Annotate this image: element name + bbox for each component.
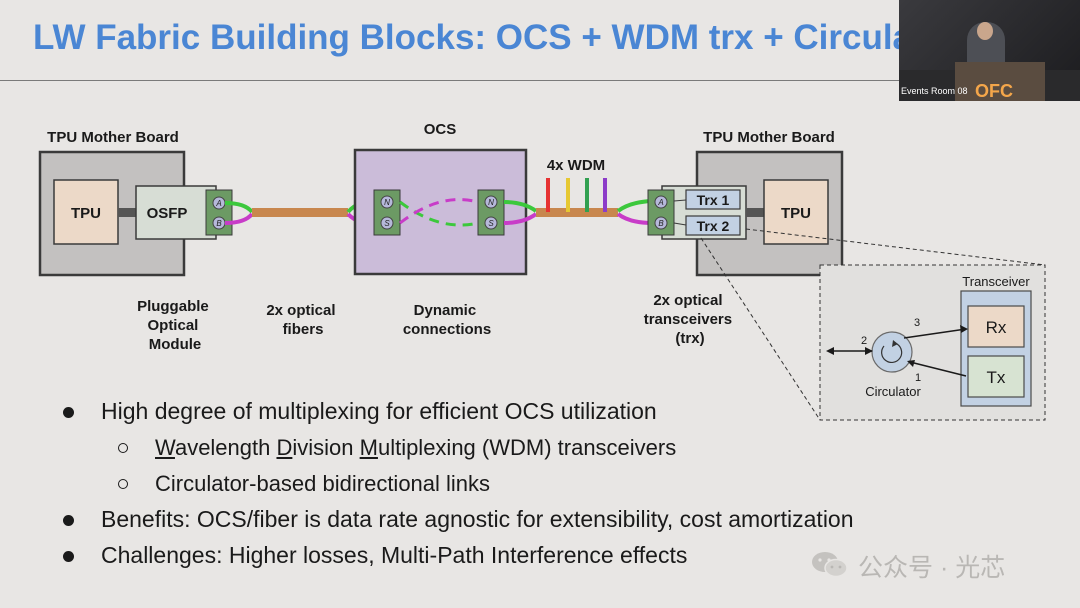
osfp-port-b-label: B [216, 219, 222, 228]
bullet-challenges: Challenges: Higher losses, Multi-Path In… [101, 542, 688, 568]
wdm-label: 4x WDM [547, 157, 605, 174]
text-part: ivision [292, 435, 360, 460]
speaker-video: Events Room 08 OFC [899, 0, 1080, 101]
caption-transceivers: 2x optical transceivers (trx) [644, 292, 737, 347]
wdm-channel-red [546, 178, 550, 212]
ocs-right-port-s [484, 216, 498, 230]
ocs-right-port-s-label: S [488, 219, 494, 228]
circulator-arrowhead [892, 340, 898, 347]
bullet-multiplexing: High degree of multiplexing for efficien… [101, 398, 657, 424]
right-board-label: TPU Mother Board [703, 129, 835, 146]
port1-label: 1 [915, 372, 921, 384]
bullet-marker [63, 407, 74, 418]
ocs-right-magenta-fiber [503, 212, 538, 225]
circulator-label: Circulator [865, 384, 921, 399]
ocs-right-port-n-label: N [488, 198, 494, 207]
wdm-channel-purple [603, 178, 607, 212]
ocs-left-port-n-label: N [384, 198, 390, 207]
text-part: avelength [174, 435, 277, 460]
ocs-dynamic-green [399, 200, 479, 227]
underlined-d: D [276, 435, 293, 460]
left-tpu-label: TPU [71, 205, 101, 222]
caption-pluggable: Pluggable Optical Module [137, 298, 213, 353]
text-part: ultiplexing (WDM) transceivers [377, 435, 677, 460]
podium [955, 62, 1045, 101]
caption-fibers: 2x optical fibers [266, 302, 339, 338]
watermark-text: 公众号 · 光芯 [858, 554, 1006, 582]
title-divider [0, 80, 900, 81]
right-port-a [654, 195, 668, 209]
port2-arrow-left [826, 347, 834, 355]
bullet-marker [63, 551, 74, 562]
ocs-right-port-n [484, 195, 498, 209]
sub-bullet-marker [118, 443, 128, 453]
ocs-left-port-s [380, 216, 394, 230]
transceiver-label: Transceiver [962, 274, 1030, 289]
ocs-right-green-fiber [503, 200, 538, 213]
bullet-benefits: Benefits: OCS/fiber is data rate agnosti… [101, 506, 854, 532]
port3-arrow [960, 325, 968, 333]
underlined-m: M [359, 435, 378, 460]
wechat-icon [812, 552, 848, 578]
rx-box [967, 305, 1025, 348]
left-tpu-link [118, 208, 136, 217]
underlined-w: W [155, 435, 175, 460]
trx1-link [673, 199, 687, 202]
ocs-left-port-s-label: S [384, 219, 390, 228]
trx1-box [685, 189, 741, 210]
left-fiber-cable [252, 208, 348, 217]
wdm-channel-green [585, 178, 589, 212]
ocs-left-port-n [380, 195, 394, 209]
right-port-a-label: A [657, 198, 663, 207]
slide-title: LW Fabric Building Blocks: OCS + WDM trx… [33, 18, 946, 57]
wdm-fiber-cable [536, 208, 618, 217]
left-tpu-chip [53, 179, 119, 245]
room-label: Events Room 08 [901, 86, 968, 96]
osfp-module [135, 185, 217, 240]
port3-label: 3 [914, 317, 920, 329]
trx2-link [673, 222, 687, 226]
osfp-port-a-label: A [215, 199, 221, 208]
ocs-label: OCS [424, 121, 457, 138]
port2-label: 2 [861, 335, 867, 347]
bullet-marker [63, 515, 74, 526]
right-port-b-label: B [658, 219, 664, 228]
sub-bullet-circulator: Circulator-based bidirectional links [155, 471, 491, 496]
right-tpu-link [746, 208, 764, 217]
speaker-head [977, 22, 993, 40]
trx2-box [685, 215, 741, 236]
port1-arrow [907, 360, 915, 367]
osfp-label: OSFP [147, 205, 188, 222]
port1-line [909, 361, 967, 377]
ocs-dynamic-magenta [399, 198, 479, 225]
port2-arrow-right [865, 347, 873, 355]
caption-dynamic: Dynamic connections [403, 302, 491, 338]
right-tpu-label: TPU [781, 205, 811, 222]
wdm-channel-yellow [566, 178, 570, 212]
zoom-line-top [745, 228, 1046, 266]
rx-label: Rx [986, 318, 1007, 337]
left-board-label: TPU Mother Board [47, 129, 179, 146]
circulator-arrow-icon [881, 343, 903, 364]
right-green-fiber-end [616, 199, 653, 213]
sub-bullet-wdm: Wavelength Division Multiplexing (WDM) t… [155, 435, 676, 461]
right-port-b [654, 216, 668, 230]
port3-line [903, 328, 967, 339]
tx-box [967, 355, 1025, 398]
sub-bullet-marker [118, 479, 128, 489]
right-magenta-fiber-end [616, 212, 653, 225]
left-green-fiber-end [224, 201, 254, 214]
fabric-diagram: TPU Mother Board TPU OSFP A B OCS N S N … [38, 121, 1046, 421]
left-magenta-fiber-end [224, 212, 254, 225]
trx1-label: Trx 1 [697, 192, 730, 208]
right-tpu-chip [763, 179, 829, 245]
trx2-label: Trx 2 [697, 218, 730, 234]
ofc-logo: OFC [975, 81, 1013, 101]
circulator-body [871, 331, 913, 373]
zoom-line-bottom [700, 237, 821, 421]
tx-label: Tx [987, 368, 1006, 387]
